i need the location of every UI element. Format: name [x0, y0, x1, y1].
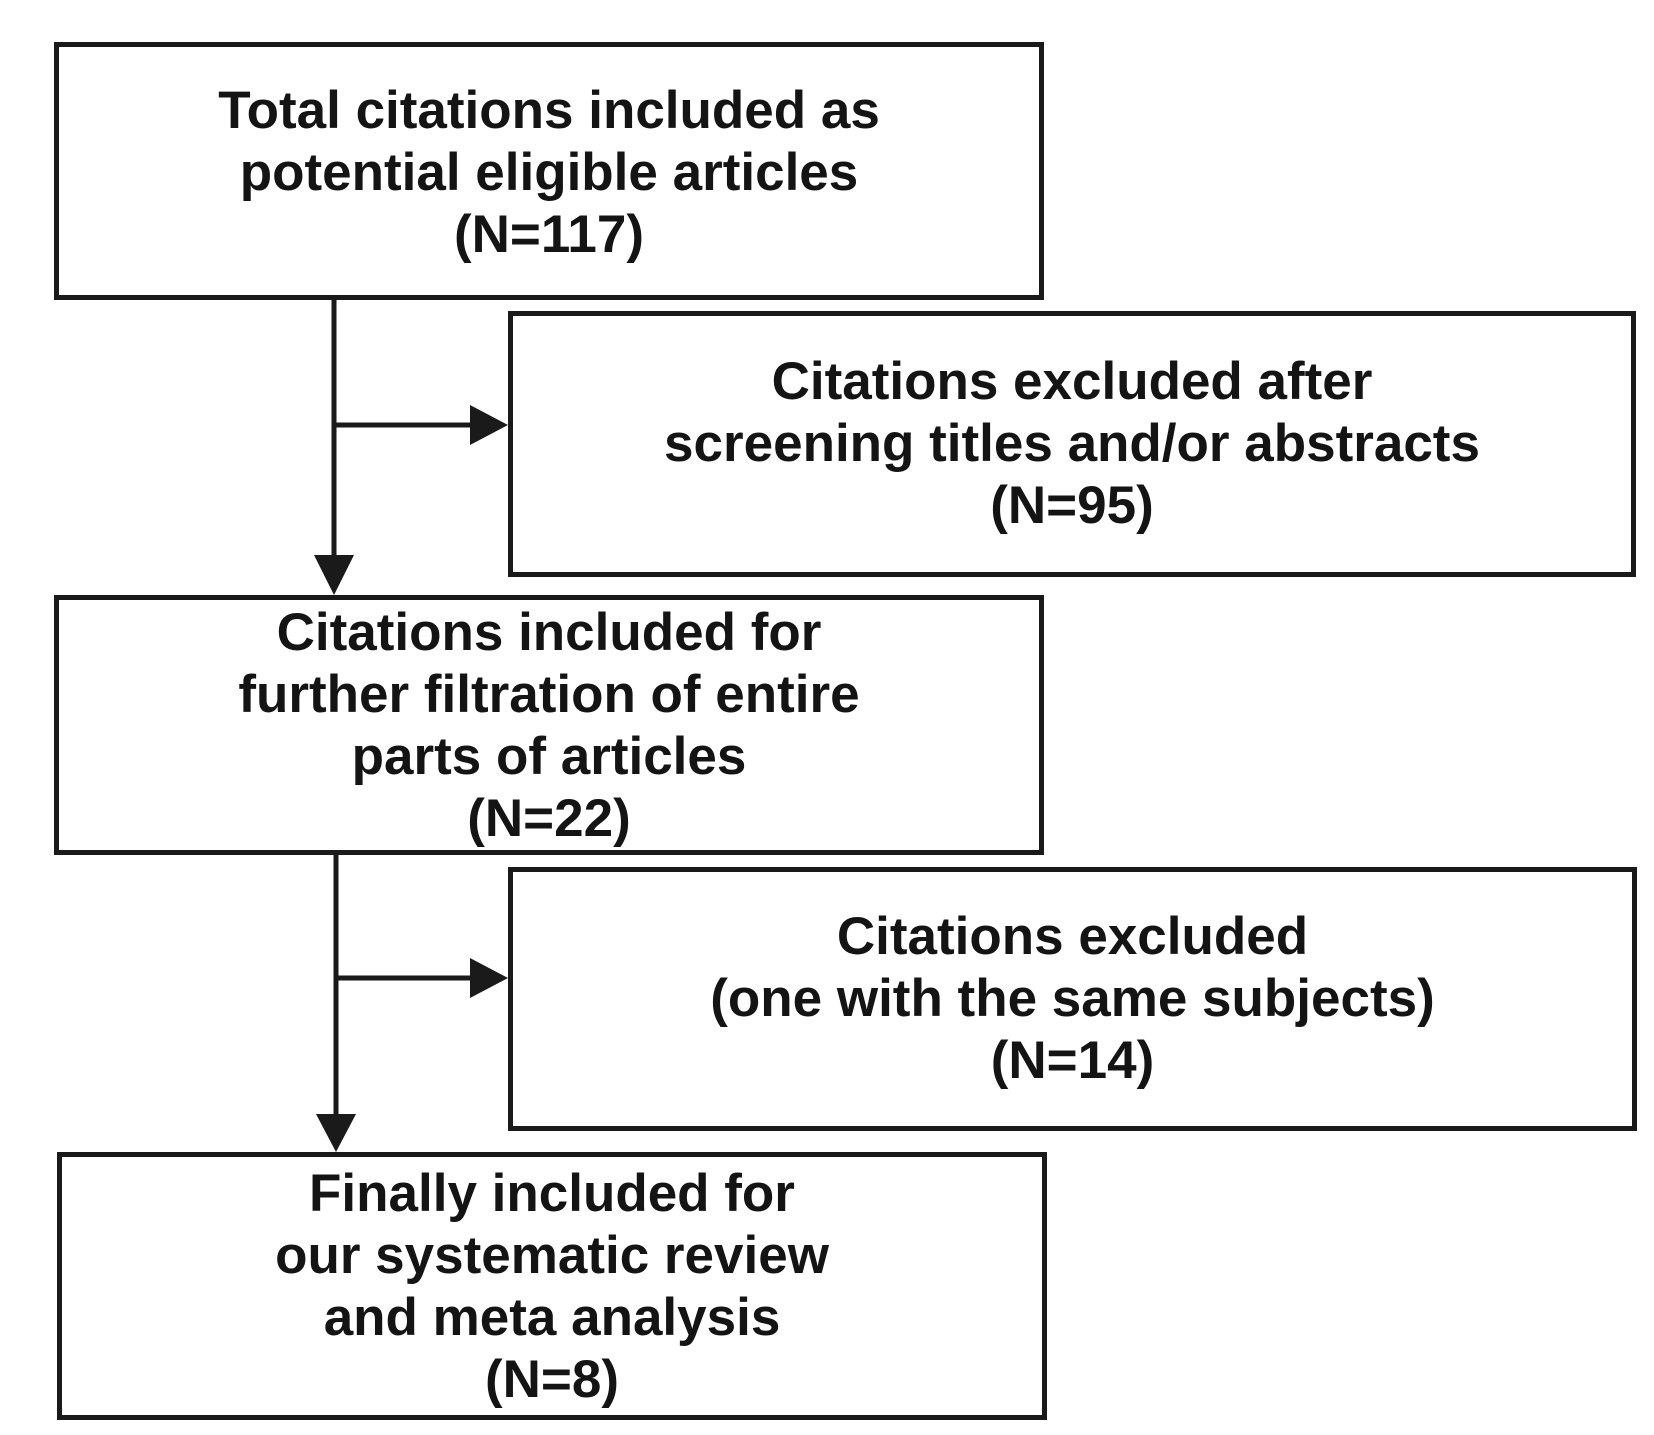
excluded-screening-line-2: screening titles and/or abstracts [664, 414, 1480, 473]
further-filtration-box: Citations included for further filtratio… [54, 595, 1044, 855]
finally-included-line-3: and meta analysis [323, 1288, 781, 1347]
excluded-after-screening-box: Citations excluded after screening title… [508, 311, 1636, 577]
excluded-screening-count: (N=95) [990, 476, 1154, 535]
excluded-same-subjects-line-2: (one with the same subjects) [710, 969, 1435, 1028]
total-citations-box: Total citations included as potential el… [54, 42, 1044, 300]
finally-included-box: Finally included for our systematic revi… [57, 1152, 1047, 1420]
finally-included-line-1: Finally included for [309, 1164, 795, 1223]
total-citations-line-2: potential eligible articles [239, 143, 859, 202]
arrowhead-down-2 [316, 1114, 356, 1152]
finally-included-line-2: our systematic review [275, 1226, 829, 1285]
excluded-same-subjects-count: (N=14) [990, 1031, 1155, 1090]
finally-included-count: (N=8) [484, 1350, 619, 1409]
arrowhead-right-2 [470, 958, 508, 998]
total-citations-count: (N=117) [453, 205, 645, 264]
total-citations-line-1: Total citations included as [218, 81, 880, 140]
further-filtration-line-1: Citations included for [276, 603, 822, 662]
excluded-same-subjects-box: Citations excluded (one with the same su… [508, 867, 1637, 1131]
excluded-same-subjects-line-1: Citations excluded [836, 907, 1309, 966]
arrowhead-right-1 [470, 405, 508, 445]
further-filtration-line-2: further filtration of entire [238, 665, 860, 724]
further-filtration-count: (N=22) [467, 789, 631, 848]
arrowhead-down-1 [314, 555, 354, 595]
excluded-screening-line-1: Citations excluded after [771, 352, 1373, 411]
further-filtration-line-3: parts of articles [351, 727, 747, 786]
